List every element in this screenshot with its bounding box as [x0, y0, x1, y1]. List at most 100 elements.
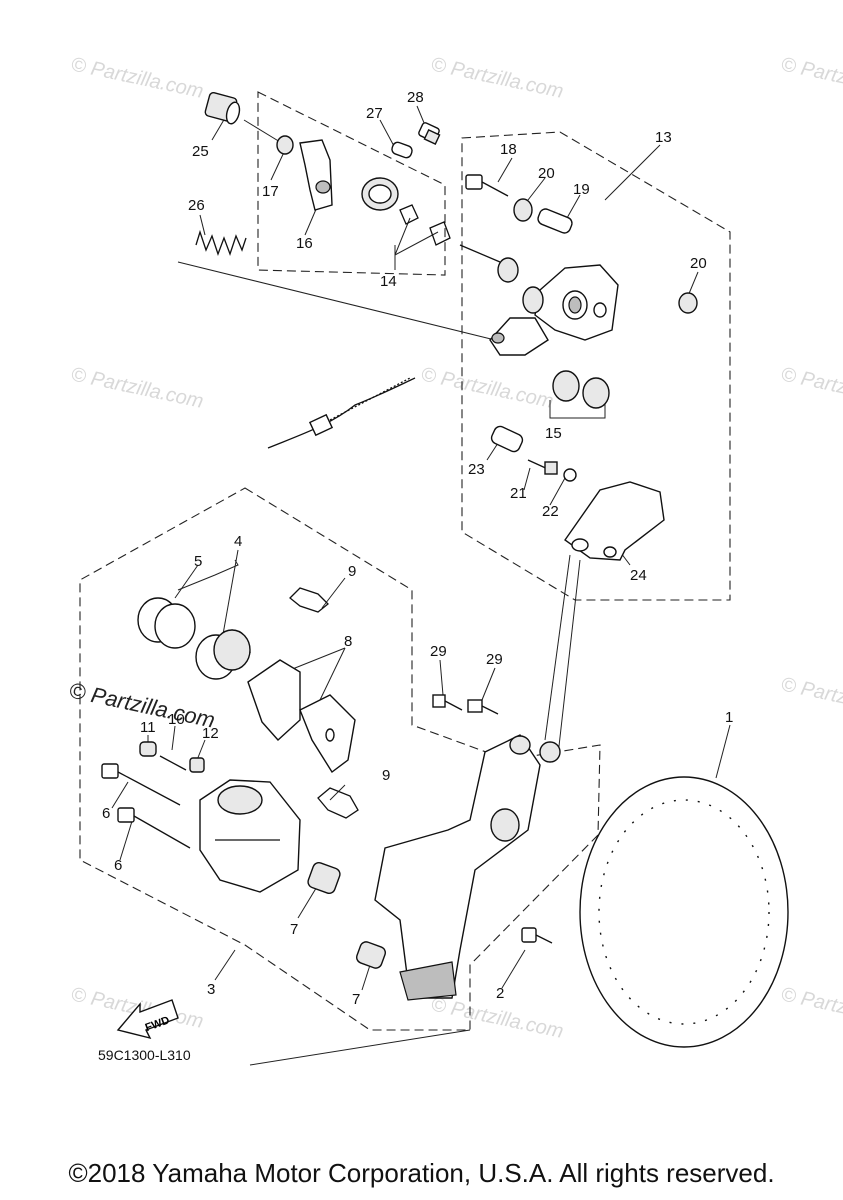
part-3-caliper-bracket	[374, 734, 561, 1001]
part-5-seals	[137, 597, 196, 649]
watermark-text: Partzilla.com	[89, 58, 206, 103]
watermark-text: Partzilla.com	[89, 368, 206, 413]
watermark-symbol: ©	[779, 53, 798, 78]
part-6-bolts	[101, 763, 191, 849]
callout-28: 28	[407, 89, 424, 106]
svg-text:© Partzilla.com: © Partzilla.com	[779, 363, 843, 413]
boundary-3	[79, 487, 601, 1031]
callout-11: 11	[140, 719, 156, 736]
part-16-bracket	[299, 139, 333, 211]
callout-5: 5	[194, 553, 202, 570]
part-11-bleed-screw	[139, 741, 157, 757]
copyright-notice: ©2018 Yamaha Motor Corporation, U.S.A. A…	[68, 1158, 775, 1188]
part-23-sleeve	[490, 425, 524, 453]
part-29-bolts	[432, 694, 499, 715]
callout-4: 4	[234, 533, 242, 550]
svg-text:© Partzilla.com: © Partzilla.com	[779, 53, 843, 103]
part-25-cap	[204, 91, 241, 125]
part-28-bolt	[418, 122, 441, 145]
svg-text:© Partzilla.com: © Partzilla.com	[419, 363, 555, 413]
callout-25: 25	[192, 143, 209, 160]
callout-19: 19	[573, 181, 590, 198]
watermark-text: Partzilla.com	[449, 998, 566, 1043]
callout-14: 14	[380, 273, 397, 290]
leader-lines	[111, 105, 731, 1066]
part-8-pads	[247, 659, 356, 774]
part-22-washer	[563, 468, 577, 482]
svg-text:© Partzilla.com: © Partzilla.com	[779, 673, 843, 723]
brake-cable	[267, 377, 416, 449]
callout-23: 23	[468, 461, 485, 478]
callout-18: 18	[500, 141, 517, 158]
callout-6a: 6	[102, 805, 110, 822]
watermark-symbol: ©	[69, 53, 88, 78]
callout-9a: 9	[348, 563, 356, 580]
part-14-piston	[361, 177, 519, 283]
callout-numbers: 13 28 27 25 17 18 20 19 26 16 14 20 15 2…	[98, 89, 733, 1063]
part-2-bolt	[521, 927, 553, 944]
part-20-boot-b	[678, 292, 698, 314]
watermark-text: Partzilla.com	[799, 678, 843, 723]
part-12-plug	[189, 757, 205, 773]
diagram-code: 59C1300-L310	[98, 1047, 191, 1063]
part-20-boot-a	[513, 198, 533, 222]
callout-29b: 29	[486, 651, 503, 668]
boundary-13	[461, 131, 731, 601]
part-24-bracket	[564, 481, 665, 561]
callout-20a: 20	[538, 165, 555, 182]
svg-text:© Partzilla.com: © Partzilla.com	[69, 53, 205, 103]
callout-22: 22	[542, 503, 559, 520]
watermark-text: Partzilla.com	[799, 58, 843, 103]
part-9-spring-b	[317, 787, 359, 819]
watermark-symbol: ©	[419, 363, 438, 388]
callout-8: 8	[344, 633, 352, 650]
callout-7a: 7	[290, 921, 298, 938]
watermark-text: Partzilla.com	[449, 58, 566, 103]
lower-parts: FWD	[101, 587, 789, 1048]
watermark-symbol: ©	[429, 993, 448, 1018]
callout-7b: 7	[352, 991, 360, 1008]
part-15-pads	[552, 370, 610, 409]
callout-6b: 6	[114, 857, 122, 874]
callout-20b: 20	[690, 255, 707, 272]
part-18-bolt	[465, 174, 509, 197]
callout-16: 16	[296, 235, 313, 252]
part-7-boot-a	[307, 861, 341, 895]
callout-21: 21	[510, 485, 527, 502]
watermark-symbol: ©	[69, 363, 88, 388]
callout-1: 1	[725, 709, 733, 726]
svg-text:© Partzilla.com: © Partzilla.com	[779, 983, 843, 1033]
watermark-symbol: ©	[779, 363, 798, 388]
callout-24: 24	[630, 567, 647, 584]
parking-caliper-body	[522, 264, 619, 341]
part-27-pin	[391, 141, 413, 159]
caliper-body	[199, 779, 301, 893]
callout-15: 15	[545, 425, 562, 442]
boundary-top-left	[257, 91, 446, 276]
part-1-brake-disc	[579, 776, 789, 1048]
callout-9b: 9	[382, 767, 390, 784]
callout-2: 2	[496, 985, 504, 1002]
callout-29a: 29	[430, 643, 447, 660]
part-10-cap	[159, 755, 187, 771]
watermark-text: Partzilla.com	[799, 988, 843, 1033]
watermark-symbol: ©	[429, 53, 448, 78]
svg-text:© Partzilla.com: © Partzilla.com	[429, 53, 565, 103]
watermark-symbol: ©	[779, 673, 798, 698]
callout-3: 3	[207, 981, 215, 998]
watermark-text: Partzilla.com	[799, 368, 843, 413]
part-17-washer	[276, 135, 294, 155]
callout-27: 27	[366, 105, 383, 122]
callout-17: 17	[262, 183, 279, 200]
callout-10: 10	[168, 711, 185, 728]
callout-13: 13	[655, 129, 672, 146]
parking-lever	[489, 317, 549, 356]
callout-26: 26	[188, 197, 205, 214]
watermark-text: Partzilla.com	[439, 368, 556, 413]
assembly-boundaries	[79, 91, 731, 1031]
watermark-symbol: ©	[69, 983, 88, 1008]
part-19-sleeve	[537, 208, 573, 234]
part-7-boot-b	[356, 941, 386, 969]
part-9-spring-a	[289, 587, 329, 613]
